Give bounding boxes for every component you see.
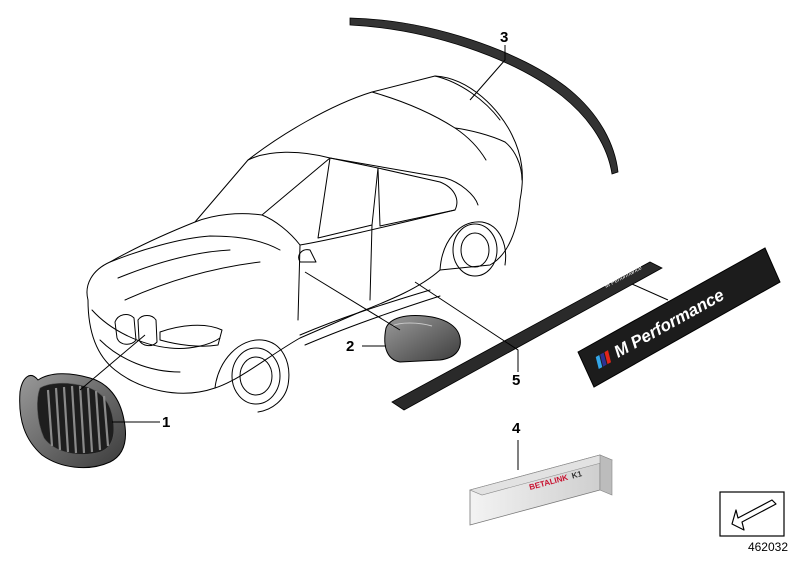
callout-3: 3 <box>500 29 508 46</box>
callout-5: 5 <box>512 372 520 389</box>
diagram-id: 462032 <box>747 540 788 554</box>
car-outline <box>86 75 523 413</box>
m-logo-stripes <box>595 350 611 370</box>
mirror-cap-part <box>384 315 461 363</box>
kidney-grille-part <box>19 373 126 469</box>
m-performance-badge: M Performance <box>577 247 781 388</box>
badge-text: M Performance <box>611 285 728 361</box>
kit-box-model: K1 <box>571 469 584 480</box>
leader-line-1-car <box>79 334 146 391</box>
cleaning-kit-box-part: BETALINK K1 <box>469 454 613 526</box>
leader-line-3 <box>469 45 506 101</box>
rear-spoiler-part <box>349 17 619 175</box>
leader-line-badge <box>631 283 669 301</box>
grille-slats <box>46 385 110 454</box>
callout-numbers: 3 1 2 5 4 <box>162 29 521 437</box>
arrow-icon <box>719 491 785 537</box>
leader-lines <box>79 45 669 470</box>
callout-1: 1 <box>162 414 170 431</box>
callout-4: 4 <box>512 420 521 437</box>
leader-line-2-car <box>304 271 401 331</box>
callout-2: 2 <box>346 338 354 355</box>
